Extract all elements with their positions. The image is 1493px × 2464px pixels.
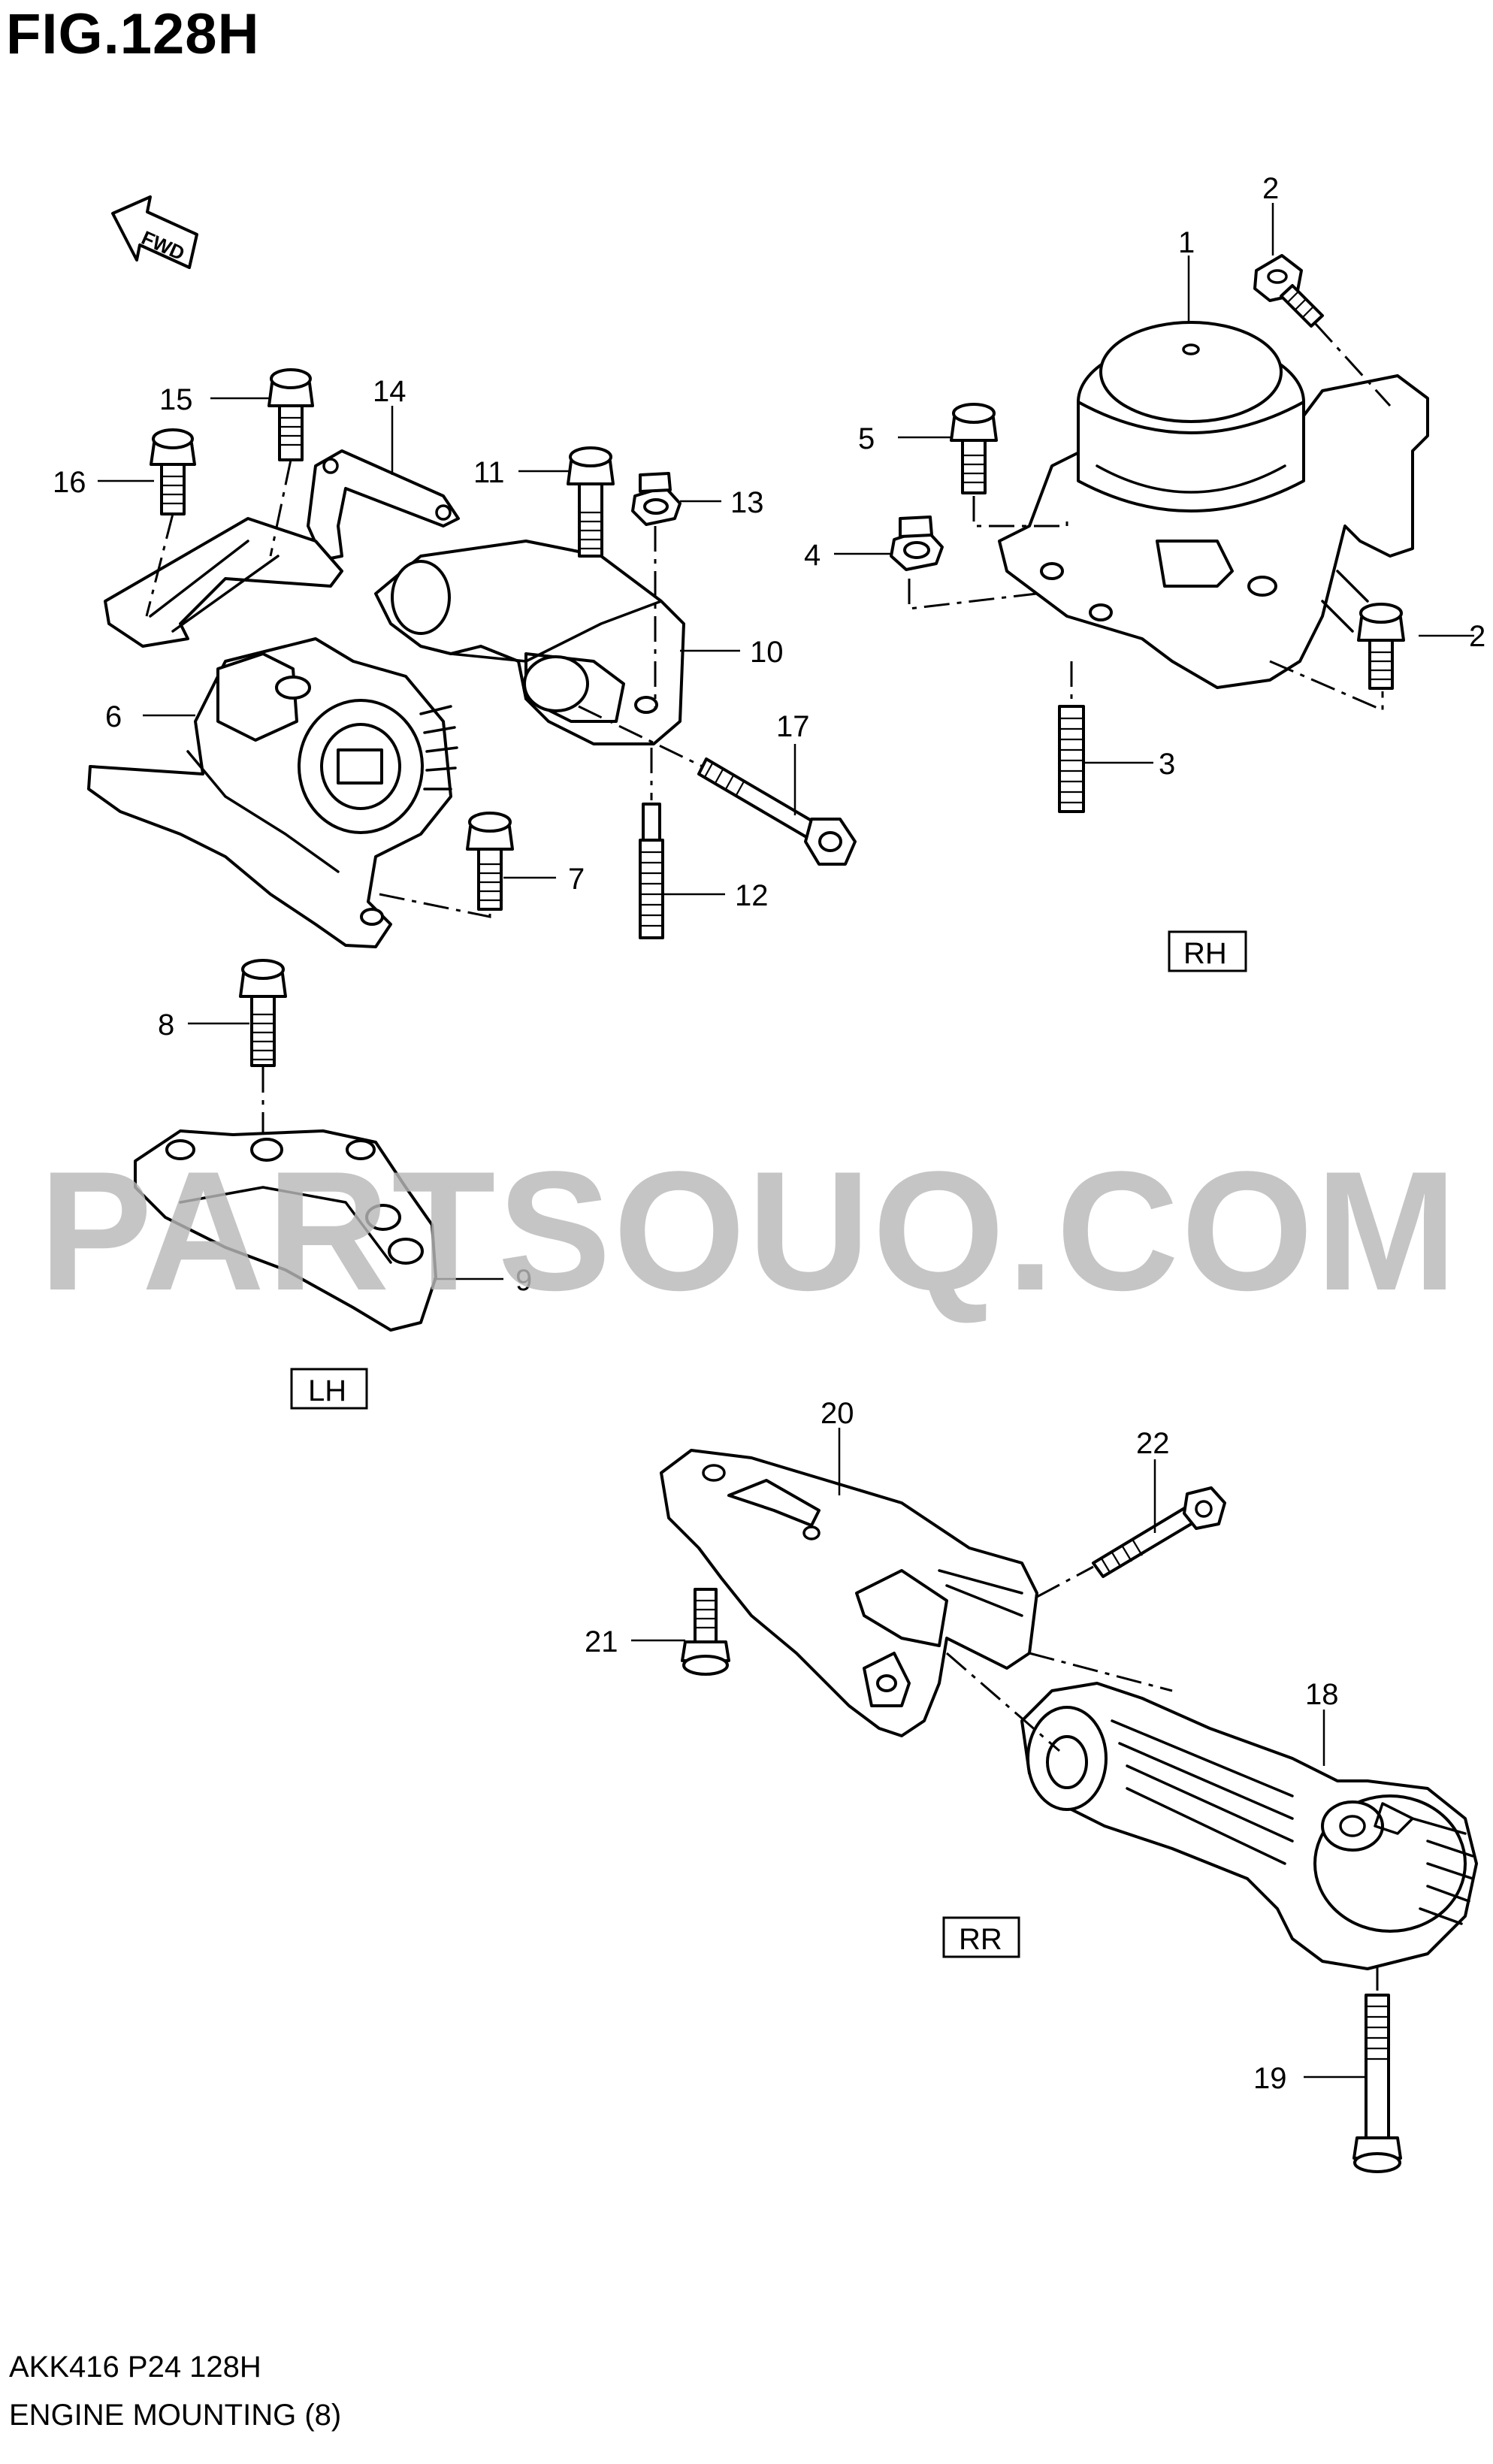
callout-9: 9 (515, 1264, 532, 1297)
section-label-rh: RH (1168, 930, 1247, 972)
callout-2-upper: 2 (1262, 172, 1279, 205)
bolt-8 (239, 959, 287, 1067)
callout-11: 11 (473, 456, 505, 489)
watermark: PARTSOUQ.COM (39, 1135, 1460, 1326)
bolt-11 (567, 446, 615, 558)
part-10-bracket (374, 540, 685, 745)
nut-13 (631, 472, 682, 526)
section-label-rr: RR (942, 1916, 1020, 1958)
bolt-17 (697, 757, 857, 866)
callout-5: 5 (858, 422, 875, 455)
part-14-bracket (307, 449, 460, 561)
bolt-21 (681, 1588, 730, 1676)
leader-lines (98, 203, 1474, 2079)
callout-19: 19 (1253, 2062, 1287, 2095)
svg-text:LH: LH (308, 1374, 346, 1407)
callout-21: 21 (585, 1625, 618, 1658)
part-1-engine-mount-rh (998, 321, 1429, 689)
callout-17: 17 (776, 710, 810, 743)
callout-numbers: 1 2 2 3 4 5 6 7 8 9 10 11 12 13 14 15 16… (53, 172, 1485, 2095)
stud-12 (639, 803, 664, 939)
bolt-5 (950, 403, 998, 494)
bolt-19 (1352, 1994, 1402, 2173)
part-16-bracket (104, 517, 343, 648)
callout-10: 10 (750, 636, 784, 669)
nut-4 (890, 515, 944, 571)
callout-8: 8 (158, 1008, 174, 1042)
part-18-torque-rod (1020, 1682, 1478, 1970)
callout-12: 12 (735, 879, 769, 912)
section-label-lh: LH (290, 1368, 368, 1410)
bolt-2-lower (1357, 603, 1405, 690)
callout-13: 13 (730, 486, 764, 519)
callout-15: 15 (159, 383, 193, 416)
figure-code: AKK416 P24 128H (9, 2351, 261, 2384)
bolt-2-upper (1253, 254, 1324, 328)
callout-20: 20 (821, 1397, 854, 1430)
callout-22: 22 (1136, 1427, 1170, 1460)
callout-3: 3 (1159, 748, 1175, 781)
callout-14: 14 (373, 375, 406, 408)
figure-name: ENGINE MOUNTING (8) (9, 2399, 342, 2432)
stud-3 (1058, 705, 1085, 813)
figure-title: FIG.128H (6, 2, 260, 66)
svg-text:RH: RH (1183, 937, 1227, 970)
fwd-arrow-icon: FWD (111, 195, 198, 269)
callout-18: 18 (1305, 1678, 1339, 1711)
part-9-mount-bracket (134, 1129, 437, 1332)
bolt-15 (267, 368, 314, 461)
bolt-16 (150, 428, 196, 515)
part-20-bracket (660, 1449, 1038, 1737)
callout-7: 7 (568, 863, 585, 896)
callout-1: 1 (1178, 226, 1195, 259)
callout-6: 6 (105, 700, 122, 733)
bolt-22 (1092, 1486, 1226, 1578)
part-6-engine-mount-lh (87, 637, 458, 948)
bolt-7 (466, 812, 514, 911)
callout-16: 16 (53, 466, 86, 499)
callout-4: 4 (804, 539, 821, 572)
svg-text:RR: RR (959, 1923, 1002, 1956)
callout-2-lower: 2 (1469, 620, 1485, 653)
